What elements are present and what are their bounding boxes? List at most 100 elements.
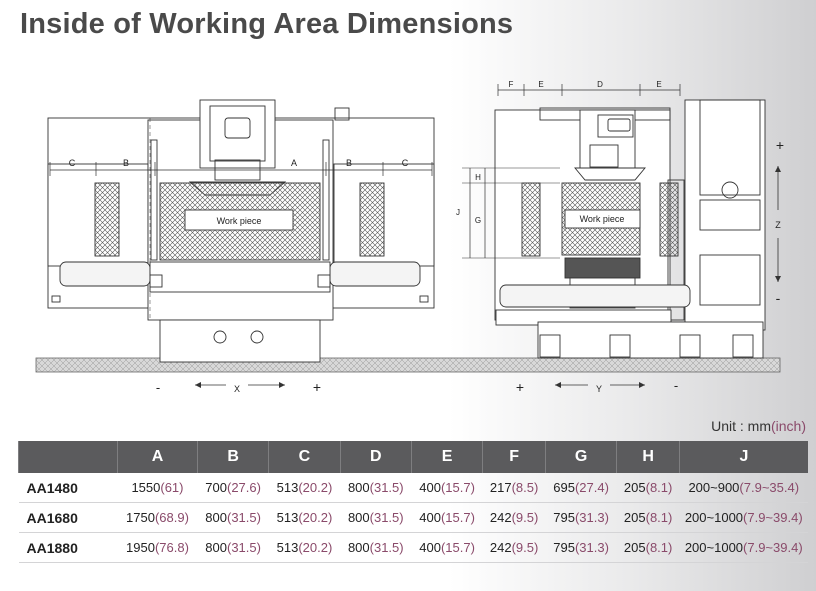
- dim-label-g: G: [475, 216, 481, 225]
- table-cell: 205(8.1): [616, 532, 680, 563]
- value-inch: (7.9~39.4): [743, 510, 803, 525]
- z-axis-name: Z: [775, 220, 781, 230]
- value-mm: 795: [553, 510, 575, 525]
- value-mm: 1750: [126, 510, 155, 525]
- table-cell: 400(15.7): [411, 532, 483, 563]
- front-workpiece-label: Work piece: [217, 216, 262, 226]
- dim-label-d: D: [597, 80, 603, 89]
- unit-inch: (inch): [770, 418, 806, 434]
- value-mm: 400: [419, 480, 441, 495]
- value-mm: 800: [205, 510, 227, 525]
- value-inch: (9.5): [511, 540, 539, 555]
- value-inch: (15.7): [440, 510, 475, 525]
- table-cell: 205(8.1): [616, 473, 680, 503]
- floor-slab: [35, 357, 781, 373]
- page-title: Inside of Working Area Dimensions: [20, 8, 514, 40]
- header-model: [18, 441, 118, 473]
- header-g: G: [544, 441, 617, 473]
- value-mm: 800: [347, 480, 370, 495]
- header-h: H: [616, 441, 680, 473]
- value-inch: (8.1): [645, 540, 673, 555]
- dim-label-h: H: [475, 173, 481, 182]
- value-mm: 400: [419, 510, 441, 525]
- value-inch: (31.3): [574, 540, 609, 555]
- table-cell: 242(9.5): [482, 532, 546, 563]
- dim-label-e-right: E: [656, 80, 661, 89]
- value-mm: 200~1000: [684, 510, 744, 525]
- value-mm: 242: [489, 510, 512, 525]
- value-mm: 205: [623, 480, 646, 495]
- value-mm: 800: [205, 540, 227, 555]
- value-inch: (20.2): [298, 480, 333, 495]
- y-axis-plus: +: [516, 379, 524, 395]
- x-axis-plus: +: [313, 379, 321, 395]
- value-inch: (68.9): [154, 510, 189, 525]
- value-mm: 205: [623, 540, 646, 555]
- dim-label-a: A: [291, 158, 297, 168]
- dim-label-e-left: E: [538, 80, 543, 89]
- table-cell: 800(31.5): [340, 502, 412, 533]
- value-mm: 695: [553, 480, 575, 495]
- value-inch: (20.2): [298, 540, 333, 555]
- table-cell: 200~1000(7.9~39.4): [679, 502, 808, 533]
- side-workpiece-label: Work piece: [580, 214, 625, 224]
- unit-note: Unit : mm(inch): [711, 418, 806, 434]
- value-mm: 200~1000: [684, 540, 744, 555]
- header-c: C: [268, 441, 341, 473]
- table-cell: 800(31.5): [340, 473, 412, 503]
- value-inch: (20.2): [298, 510, 333, 525]
- value-mm: 795: [553, 540, 575, 555]
- value-inch: (76.8): [154, 540, 189, 555]
- table-cell: 800(31.5): [197, 532, 269, 563]
- value-inch: (27.6): [226, 480, 261, 495]
- value-inch: (31.5): [369, 510, 404, 525]
- technical-drawings: Work piece C B A B C - X +: [35, 80, 784, 395]
- value-inch: (31.5): [226, 540, 261, 555]
- value-inch: (31.5): [369, 480, 404, 495]
- y-axis-name: Y: [596, 384, 602, 394]
- value-mm: 1550: [131, 480, 161, 495]
- value-inch: (7.9~35.4): [739, 480, 800, 495]
- value-mm: 700: [205, 480, 227, 495]
- value-mm: 800: [347, 540, 370, 555]
- header-a: A: [117, 441, 198, 473]
- table-cell: 800(31.5): [340, 532, 412, 563]
- front-view: [47, 99, 435, 363]
- table-cell: 513(20.2): [268, 473, 341, 503]
- value-inch: (31.5): [226, 510, 261, 525]
- model-name: AA1480: [18, 473, 118, 503]
- z-axis-plus: +: [776, 137, 784, 153]
- value-mm: 400: [419, 540, 441, 555]
- y-axis-minus: -: [674, 378, 678, 393]
- value-inch: (9.5): [511, 510, 539, 525]
- dim-label-c-right: C: [402, 158, 409, 168]
- front-workpiece-box: [184, 209, 294, 231]
- dim-label-c-left: C: [69, 158, 76, 168]
- value-inch: (27.4): [574, 480, 609, 495]
- value-mm: 205: [623, 510, 646, 525]
- table-cell: 217(8.5): [482, 473, 546, 503]
- table-cell: 513(20.2): [268, 532, 341, 563]
- value-inch: (61): [160, 480, 184, 495]
- header-f: F: [482, 441, 546, 473]
- unit-mm: Unit : mm: [711, 418, 771, 434]
- value-inch: (31.5): [369, 540, 404, 555]
- value-mm: 800: [347, 510, 370, 525]
- table-cell: 200~900(7.9~35.4): [679, 473, 808, 503]
- table-cell: 242(9.5): [482, 502, 546, 533]
- value-inch: (15.7): [440, 540, 475, 555]
- table-cell: 795(31.3): [545, 502, 617, 533]
- value-mm: 513: [276, 510, 299, 525]
- x-axis-minus: -: [156, 380, 160, 395]
- value-mm: 1950: [126, 540, 155, 555]
- table-cell: 400(15.7): [411, 473, 483, 503]
- table-cell: 200~1000(7.9~39.4): [679, 532, 808, 563]
- z-axis-minus: -: [776, 290, 781, 306]
- value-inch: (8.5): [511, 480, 539, 495]
- header-b: B: [196, 441, 269, 473]
- value-inch: (8.1): [645, 510, 673, 525]
- table-cell: 205(8.1): [616, 502, 680, 533]
- table-cell: 1950(76.8): [117, 532, 198, 563]
